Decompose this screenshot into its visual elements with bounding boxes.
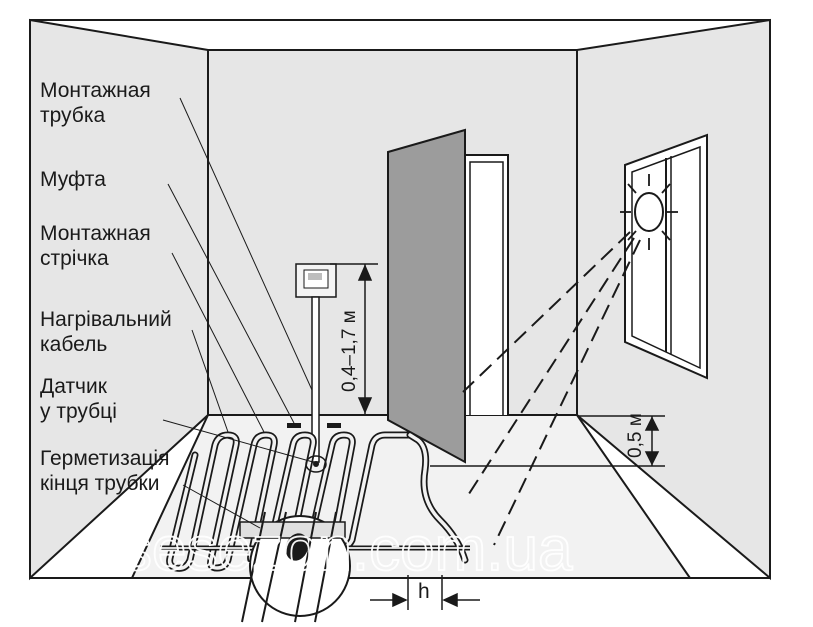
- watermark: vsesezon.com.ua: [90, 515, 573, 584]
- label-heating-cable-line1: Нагрівальний: [40, 308, 172, 331]
- label-heating-cable-line2: кабель: [40, 333, 108, 356]
- leader-lines: [162, 97, 314, 529]
- label-tube-end-sealing-line1: Герметизація: [40, 447, 170, 470]
- tube-end-detail: [239, 511, 351, 623]
- label-mounting-tape: Монтажная стрічка: [40, 221, 151, 271]
- label-mounting-tube-line1: Монтажная: [40, 79, 151, 102]
- sunlight-rays: [462, 231, 641, 546]
- thermostat: [295, 263, 337, 298]
- label-tube-end-sealing-line2: кінця трубки: [40, 472, 160, 495]
- sensor-distance-dimension: [430, 415, 665, 467]
- label-tube-end-sealing: Герметизація кінця трубки: [40, 446, 169, 496]
- sensor-location: [305, 455, 327, 473]
- label-mounting-tape-line1: Монтажная: [40, 222, 151, 245]
- window: [624, 133, 708, 380]
- label-coupling: Муфта: [40, 167, 106, 192]
- open-door: [387, 128, 466, 464]
- coupling-1: [287, 423, 301, 428]
- cable-step-dimension: [370, 575, 480, 610]
- label-mounting-tube-line2: трубка: [40, 104, 106, 127]
- label-sensor-in-tube-line1: Датчик: [40, 375, 107, 398]
- label-sensor-in-tube-line2: у трубці: [40, 400, 117, 423]
- sun-icon: [620, 174, 678, 250]
- door-frame: [464, 154, 509, 415]
- thermostat-height-dimension: [330, 263, 378, 414]
- cable-step-label: h: [418, 580, 430, 603]
- label-heating-cable: Нагрівальний кабель: [40, 307, 172, 357]
- coupling-2: [327, 423, 341, 428]
- sensor-distance-label: 0,5 м: [625, 413, 646, 458]
- label-mounting-tube: Монтажная трубка: [40, 78, 151, 128]
- label-sensor-in-tube: Датчик у трубці: [40, 374, 117, 424]
- thermostat-height-label: 0,4–1,7 м: [339, 310, 360, 392]
- label-mounting-tape-line2: стрічка: [40, 247, 109, 270]
- label-coupling-line1: Муфта: [40, 168, 106, 191]
